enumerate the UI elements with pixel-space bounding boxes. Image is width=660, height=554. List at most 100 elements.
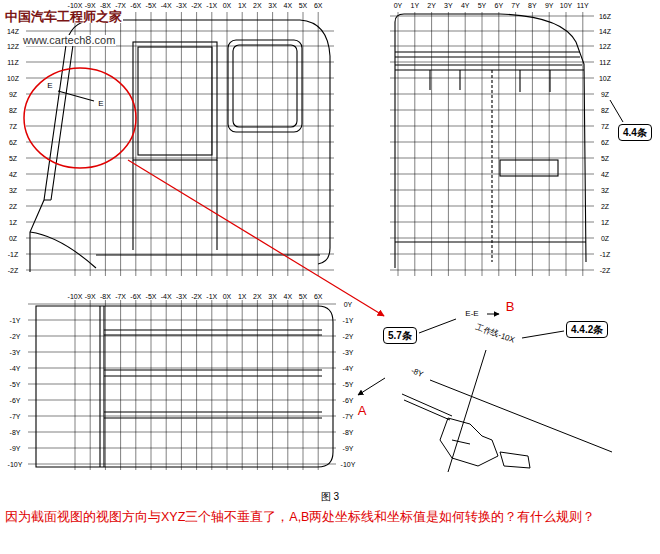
grid-lines [257,12,258,276]
axis-value: -10Y [340,461,357,468]
callout-box: 4.4条 [618,124,652,141]
watermark: 中国汽车工程师之家 [4,10,123,23]
grid-lines [151,12,152,276]
grid-lines [287,300,288,470]
section-detail [430,380,612,452]
axis-value: 0X [222,293,233,300]
grid-lines [28,464,336,465]
grid-lines [105,300,106,470]
grid-lines [166,12,167,276]
cab-side-view [58,91,94,101]
axis-value: 2Z [8,203,18,210]
axis-value: -2Y [342,333,355,340]
axis-value: -4Y [342,365,355,372]
axis-value: 14Z [598,28,612,35]
grid-lines [28,400,336,401]
axis-value: 3X [267,293,278,300]
section-title: E-E [464,310,479,318]
cab-side-view [233,45,297,127]
axis-value: -2X [190,2,203,9]
axis-value: 4Y [460,2,471,9]
axis-value: -9X [84,2,97,9]
axis-value: 0Z [8,235,18,242]
cab-front-view [395,241,586,242]
axis-value: 4X [283,293,294,300]
grid-lines [26,174,334,175]
cab-side-view [30,20,330,272]
axis-value: -6Y [342,397,355,404]
axis-value: 10Z [598,75,612,82]
axis-value: 1X [237,293,248,300]
grid-lines [242,12,243,276]
axis-value: 6Z [8,139,18,146]
grid-lines [120,300,121,470]
callout-box: 4.4.2条 [566,321,608,338]
axis-value: 2X [252,293,263,300]
axis-value: 8Z [600,107,610,114]
grid-lines [26,94,334,95]
cab-side-view [96,254,320,255]
grid-lines [582,12,583,276]
grid-lines [390,254,594,255]
axis-value: 5Z [600,155,610,162]
axis-value: -1Z [7,251,20,258]
axis-value: -3X [175,2,188,9]
grid-lines [181,300,182,470]
section-detail [452,440,470,444]
section-mark: E [97,100,104,108]
axis-value: -6X [129,293,142,300]
axis-value: -1X [205,2,218,9]
axis-value: 1Z [8,219,18,226]
cab-front-view [395,14,586,268]
grid-lines [26,158,334,159]
axis-value: -8Y [342,429,355,436]
grid-lines [303,300,304,470]
axis-value: -8X [99,293,112,300]
axis-value: 0X [222,2,233,9]
axis-value: -3X [175,293,188,300]
axis-value: 10Z [6,75,20,82]
axis-value: 6Y [494,2,505,9]
grid-lines [242,300,243,470]
axis-value: 11Z [6,59,20,66]
axis-value: 12Z [6,43,20,50]
axis-value: 8Z [8,107,18,114]
axis-value: 3Z [8,187,18,194]
grid-lines [390,270,594,271]
cab-side-view [30,20,330,272]
callout-box: 5.7条 [383,327,417,344]
axis-value: -8X [99,2,112,9]
cab-side-view [138,47,212,155]
axis-value: 0Z [600,235,610,242]
grid-lines [390,31,594,32]
question-note: 因为截面视图的视图方向与XYZ三个轴不垂直了，A,B两处坐标线和坐标值是如何转换… [4,511,596,524]
grid-lines [26,110,334,111]
axis-value: 0Y [343,301,354,308]
grid-lines [26,142,334,143]
axis-value: -10Y [7,461,24,468]
axis-value: 7Z [8,123,18,130]
axis-value: 0Y [393,2,404,9]
section-detail [402,394,452,420]
grid-lines [257,300,258,470]
view-arrow [358,378,385,395]
grid-lines [26,12,594,470]
cab-top-view [100,306,104,467]
section-detail [440,418,498,466]
axis-value: -9X [84,293,97,300]
axis-value: 1Y [410,2,421,9]
cab-side-view [228,40,302,132]
grid-lines [151,300,152,470]
axis-value: -7Y [342,413,355,420]
grid-lines [390,46,594,47]
axis-value: 5X [298,2,309,9]
grid-lines [28,304,336,305]
axis-value: -1X [205,293,218,300]
cab-front-view [395,14,586,268]
axis-value: 4Z [8,171,18,178]
leader-line [419,319,456,333]
grid-lines [166,300,167,470]
grid-lines [26,126,334,127]
